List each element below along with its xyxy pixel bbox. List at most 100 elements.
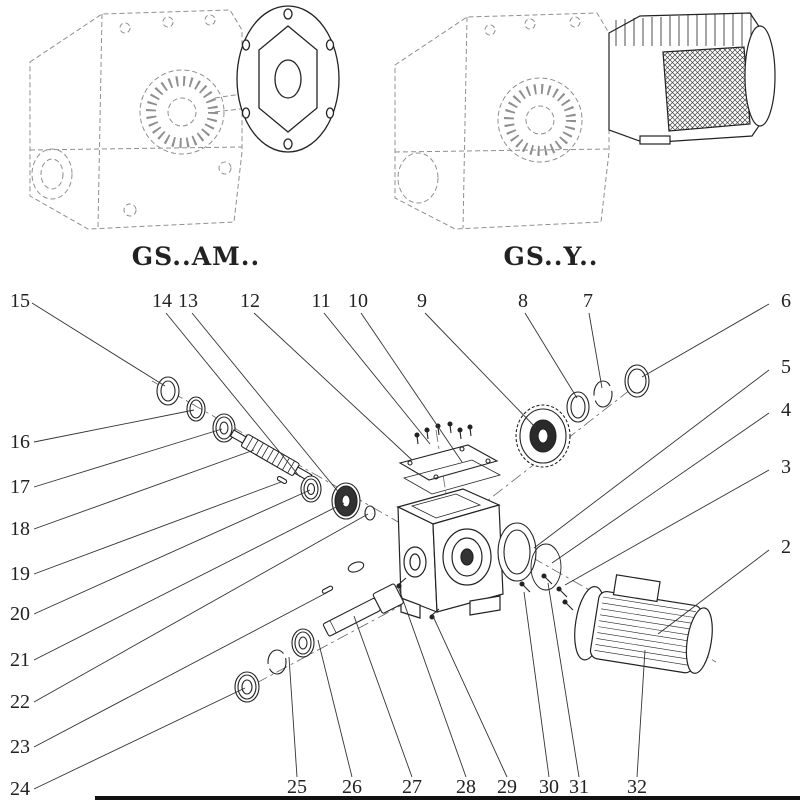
callout-number-10: 10 — [348, 290, 368, 312]
callout-number-32: 32 — [627, 776, 647, 798]
leader-line-20 — [33, 489, 311, 615]
leader-line-12 — [253, 312, 413, 461]
cover-assembly — [398, 421, 502, 495]
callout-number-23: 23 — [10, 736, 30, 758]
leader-line-21 — [33, 502, 345, 661]
callout-number-31: 31 — [569, 776, 589, 798]
leader-line-22 — [33, 513, 369, 703]
gs-y-motor — [608, 12, 776, 145]
bearing-25 — [291, 628, 315, 658]
callout-number-27: 27 — [402, 776, 422, 798]
motor-body — [589, 590, 703, 674]
gs-am-gearbox-phantom — [29, 9, 249, 230]
callout-number-13: 13 — [178, 290, 198, 312]
cover-gasket-13 — [402, 459, 502, 495]
callout-number-19: 19 — [10, 563, 30, 585]
retaining-ring-16 — [186, 396, 206, 422]
figure-label-gs-am: GS..AM.. — [131, 242, 261, 271]
leader-line-14 — [165, 312, 301, 478]
leader-line-28 — [397, 585, 467, 778]
washer-8 — [566, 391, 590, 423]
callout-number-24: 24 — [10, 778, 30, 800]
leader-line-17 — [33, 428, 223, 488]
flange-ring-5 — [497, 522, 537, 582]
callout-number-22: 22 — [10, 691, 30, 713]
washer-24 — [234, 671, 260, 703]
output-shaft-27 — [322, 583, 404, 637]
key-23 — [321, 585, 334, 594]
oil-seal-15 — [156, 376, 180, 406]
callout-number-6: 6 — [781, 290, 791, 312]
gs-am-output-flange — [236, 5, 340, 153]
leader-line-23 — [33, 591, 329, 748]
callout-number-16: 16 — [10, 431, 30, 453]
motor-foot — [639, 135, 671, 145]
spacer-ring-22 — [364, 505, 376, 521]
callout-number-20: 20 — [10, 603, 30, 625]
circlip-7 — [593, 380, 613, 408]
leader-line-7 — [588, 312, 603, 389]
leader-line-11 — [323, 312, 431, 445]
callout-number-21: 21 — [10, 649, 30, 671]
leader-line-16 — [33, 409, 195, 443]
leader-line-9 — [424, 312, 537, 429]
callout-number-7: 7 — [583, 290, 593, 312]
callout-number-29: 29 — [497, 776, 517, 798]
input-shaft-parts — [156, 376, 376, 521]
leader-line-10 — [360, 312, 463, 463]
gear-and-rings — [515, 364, 650, 468]
motor-fan-cover — [744, 25, 776, 127]
callout-number-3: 3 — [781, 456, 791, 478]
bottom-border-line — [95, 796, 800, 800]
leader-line-13 — [191, 312, 341, 495]
leader-line-31 — [547, 582, 580, 778]
bearing-17 — [212, 413, 236, 443]
callout-number-26: 26 — [342, 776, 362, 798]
callout-number-18: 18 — [10, 518, 30, 540]
leader-line-30 — [523, 591, 550, 778]
figure-label-gs-y: GS..Y.. — [503, 242, 599, 271]
leader-line-29 — [431, 613, 508, 778]
flange-bolts-3 — [519, 573, 574, 611]
leader-line-32 — [636, 649, 646, 778]
motor-2 — [574, 574, 713, 674]
leader-line-2 — [657, 549, 770, 635]
gear-21 — [331, 482, 361, 520]
leader-line-18 — [33, 449, 255, 530]
leader-line-4 — [551, 412, 770, 564]
cover-bolts-11 — [414, 421, 473, 445]
callout-number-2: 2 — [781, 536, 791, 558]
callout-number-25: 25 — [287, 776, 307, 798]
callout-number-4: 4 — [781, 399, 791, 421]
callout-number-17: 17 — [10, 476, 30, 498]
callout-number-28: 28 — [456, 776, 476, 798]
callout-number-11: 11 — [311, 290, 330, 312]
leader-line-6 — [641, 303, 770, 378]
ring-6 — [624, 364, 650, 398]
plug — [347, 561, 365, 573]
leader-line-26 — [317, 639, 353, 778]
callout-number-15: 15 — [10, 290, 30, 312]
housing-foot-front — [400, 597, 421, 619]
leader-line-15 — [31, 302, 166, 387]
leader-line-8 — [524, 312, 578, 399]
callout-number-14: 14 — [152, 290, 172, 312]
leader-line-25 — [288, 656, 298, 778]
housing-foot-rear — [469, 595, 501, 616]
callout-number-9: 9 — [417, 290, 427, 312]
output-flange-parts — [497, 522, 574, 611]
worm-shaft-18 — [229, 429, 313, 482]
leader-line-5 — [533, 369, 770, 549]
leader-line-3 — [564, 469, 770, 586]
helical-gear-9 — [515, 404, 571, 468]
key-19 — [276, 475, 288, 485]
motor-hatched-body — [662, 46, 751, 132]
leader-line-19 — [33, 481, 282, 575]
leader-line-24 — [33, 687, 246, 790]
callout-number-8: 8 — [518, 290, 528, 312]
callout-number-5: 5 — [781, 356, 791, 378]
motor-terminal-box — [612, 574, 661, 603]
